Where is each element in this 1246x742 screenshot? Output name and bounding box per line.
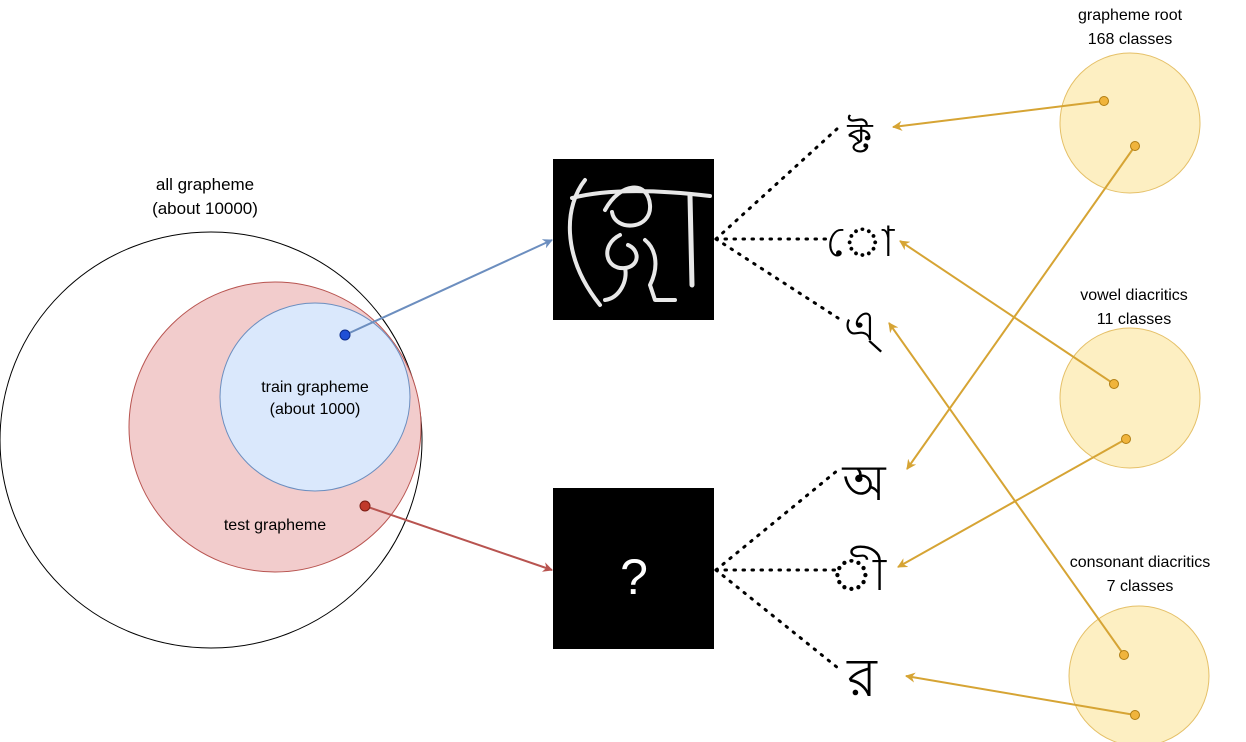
handwritten-sample-image xyxy=(553,159,714,320)
train-sample-arrow xyxy=(344,239,553,336)
root-glyph-top: ক্ট xyxy=(846,113,873,162)
consonant-class-dot-1 xyxy=(1119,650,1129,660)
consonant-class-count: 7 classes xyxy=(1107,578,1174,595)
vowel-class-label: vowel diacritics xyxy=(1080,287,1188,304)
consonant-class-dot-2 xyxy=(1130,710,1140,720)
test-grapheme-label: test grapheme xyxy=(224,517,326,534)
root-class-dot-1 xyxy=(1099,96,1109,106)
root-class-dot-2 xyxy=(1130,141,1140,151)
consonant-glyph-top: এ্ xyxy=(844,301,882,353)
vowel-glyph-top: ো xyxy=(826,217,895,266)
vowel-class-circle xyxy=(1059,327,1201,469)
consonant-arrow-top xyxy=(888,322,1125,656)
train-grapheme-count: (about 1000) xyxy=(270,401,361,418)
consonant-class-circle xyxy=(1068,605,1210,742)
root-class-label: grapheme root xyxy=(1078,7,1183,24)
root-class-circle xyxy=(1059,52,1201,194)
vowel-class-dot-2 xyxy=(1121,434,1131,444)
consonant-glyph-bottom: র xyxy=(846,646,878,709)
dotted-link-bottom-consonant xyxy=(714,568,840,670)
vowel-arrow-top xyxy=(899,240,1115,385)
root-class-count: 168 classes xyxy=(1088,31,1173,48)
vowel-arrow-bottom xyxy=(897,438,1127,568)
question-mark: ? xyxy=(620,549,648,605)
vowel-glyph-bottom: ী xyxy=(830,545,887,601)
root-arrow-top xyxy=(892,100,1105,131)
dotted-link-bottom-root xyxy=(714,468,840,572)
dotted-link-top-root xyxy=(714,126,840,241)
test-sample-arrow xyxy=(364,505,553,572)
vowel-class-count: 11 classes xyxy=(1097,311,1171,328)
unknown-sample-image: ? xyxy=(553,488,714,649)
train-grapheme-circle xyxy=(219,302,411,492)
train-sample-dot xyxy=(339,329,351,341)
all-grapheme-label: all grapheme xyxy=(156,175,254,194)
consonant-arrow-bottom xyxy=(905,672,1136,716)
root-arrow-bottom xyxy=(906,145,1136,470)
test-sample-dot xyxy=(359,500,371,512)
train-grapheme-label: train grapheme xyxy=(261,379,369,396)
vowel-class-dot-1 xyxy=(1109,379,1119,389)
all-grapheme-count: (about 10000) xyxy=(152,199,258,218)
root-glyph-bottom: অ xyxy=(841,454,886,512)
dotted-link-top-consonant xyxy=(714,237,840,320)
consonant-class-label: consonant diacritics xyxy=(1070,554,1211,571)
